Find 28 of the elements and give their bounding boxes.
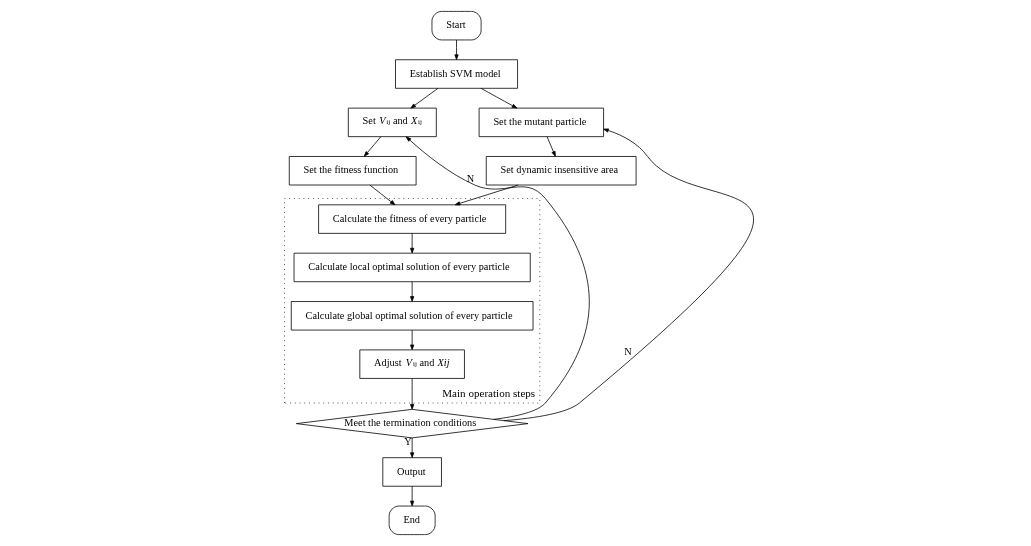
node-box: Calculate the fitness of every particle (317, 204, 506, 234)
arrow (454, 184, 518, 206)
arrow (409, 378, 414, 410)
arrow (453, 39, 459, 60)
arrow (369, 184, 395, 206)
node-box: Establish SVM model (394, 59, 518, 89)
arrow (409, 329, 414, 351)
arrow (409, 233, 414, 254)
arrow (546, 136, 556, 157)
node-box: Calculate global optimal solution of every particle (290, 301, 533, 331)
arrow (405, 136, 590, 420)
arrow (363, 136, 381, 157)
arrow (409, 281, 414, 302)
edge-label: N (623, 346, 632, 358)
arrow (409, 87, 438, 109)
edge-label: N (466, 173, 474, 185)
node-diamond: Meet the termination conditions (295, 408, 528, 439)
arrow (480, 87, 517, 109)
node-box: Set the fitness function (288, 156, 416, 186)
node-box: Set dynamic insensitive area (485, 156, 636, 186)
node-box: Start (431, 11, 481, 41)
node-box: Set the mutant particle (478, 107, 604, 138)
arrow (409, 437, 414, 458)
node-box: Calculate local optimal solution of every particle (293, 252, 531, 283)
arrow (409, 485, 414, 507)
arrow (503, 128, 754, 422)
node-box: End (388, 505, 436, 535)
node-box: Output (381, 457, 442, 487)
